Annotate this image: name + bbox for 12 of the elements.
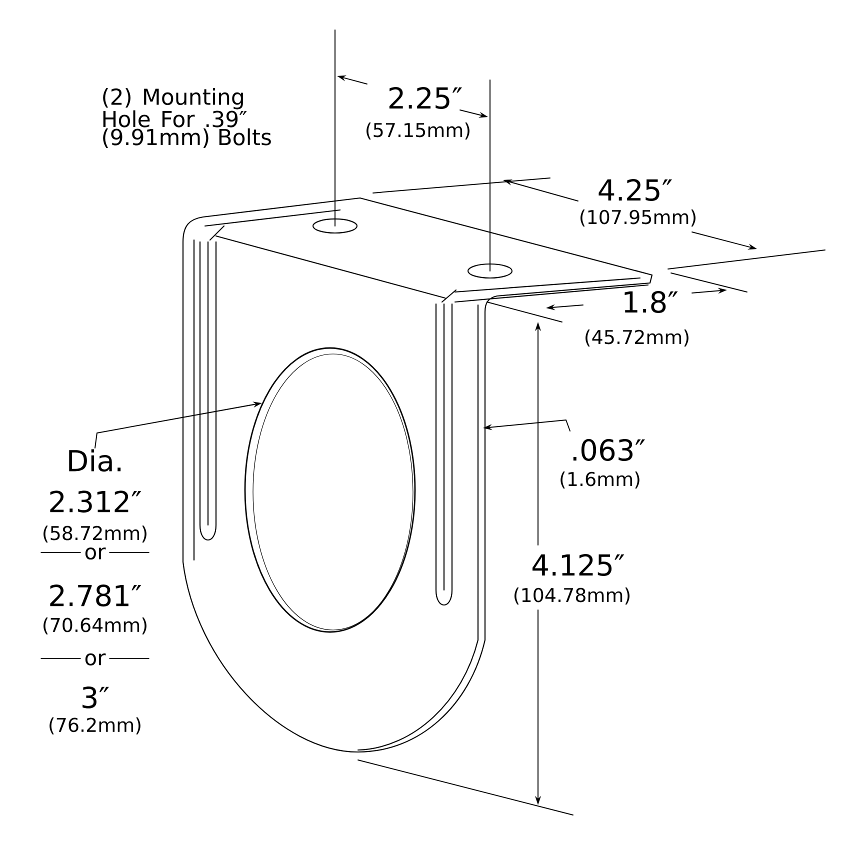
dimension-label: (57.15mm)	[366, 122, 470, 140]
note-text: (2) Mounting Hole For .39″ (9.91mm) Bolts	[103, 88, 271, 148]
dimension-label: .063″	[573, 439, 645, 461]
dimension-label: (45.72mm)	[586, 330, 688, 346]
dimension-label: 4.25″	[598, 179, 672, 201]
dimension-label: 4.125″	[532, 554, 624, 576]
dimension-label: (1.6mm)	[560, 472, 640, 488]
dimension-callout: Dia. 2.312″ (58.72mm) or 2.781″ (70.64mm) or 3″ (76.2mm)	[40, 449, 150, 734]
dimension-label: (104.78mm)	[514, 588, 630, 604]
dimension-label: (107.95mm)	[580, 210, 696, 226]
dimension-label: 1.8″	[624, 291, 678, 313]
dimension-label: 2.25″	[389, 87, 462, 109]
